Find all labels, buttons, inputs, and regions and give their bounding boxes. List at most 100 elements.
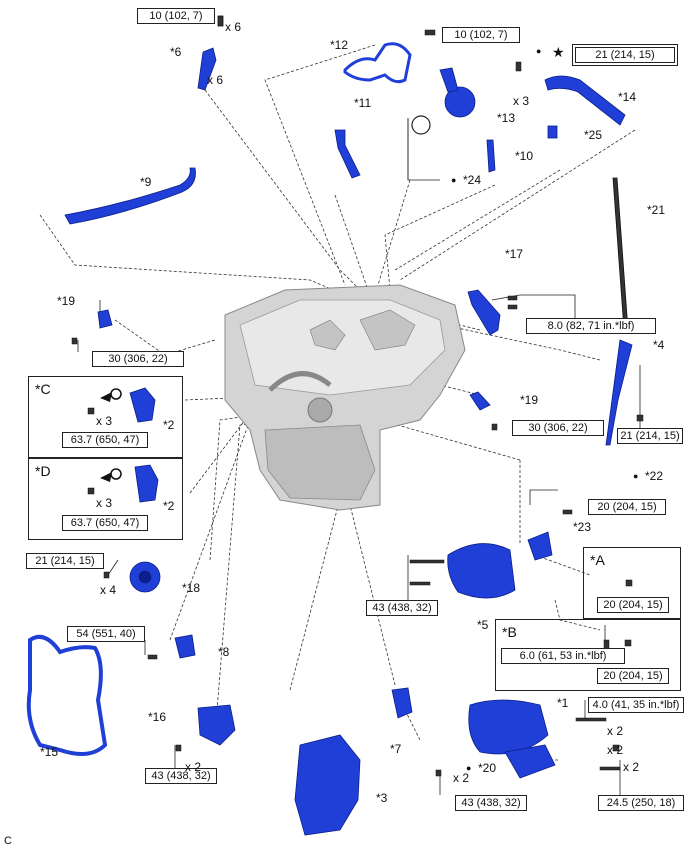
part-label: *23 <box>573 520 592 534</box>
part-21-dipstick <box>612 177 629 331</box>
part-23-bracket <box>527 531 553 561</box>
part-label: *8 <box>218 645 230 659</box>
part-label: *18 <box>182 581 201 595</box>
torque-spec: 20 (204, 15) <box>597 668 669 684</box>
dot-symbol: ● <box>466 763 472 773</box>
torque-spec: 43 (438, 32) <box>455 795 527 811</box>
quantity-label: x 4 <box>100 583 117 597</box>
part-label: *6 <box>170 45 182 59</box>
torque-spec: 10 (102, 7) <box>442 27 520 43</box>
part-2c-mount <box>129 387 156 423</box>
part-label: *16 <box>148 710 167 724</box>
quantity-label: x 2 <box>607 743 624 757</box>
part-8-idler <box>174 634 196 659</box>
part-label: *2 <box>163 499 175 513</box>
part-label: *19 <box>57 294 76 308</box>
torque-spec: 54 (551, 40) <box>67 626 145 642</box>
torque-spec: 30 (306, 22) <box>512 420 604 436</box>
part-label: *12 <box>330 38 349 52</box>
frame-c-title: *C <box>35 381 51 397</box>
torque-spec: 21 (214, 15) <box>26 553 104 569</box>
torque-spec: 63.7 (650, 47) <box>62 515 148 531</box>
engine-block <box>224 284 466 511</box>
part-label: *1 <box>557 696 569 710</box>
part-label: *7 <box>390 742 402 756</box>
part-25-fitting <box>547 125 558 139</box>
corner-code: C <box>4 835 12 847</box>
torque-spec: 21 (214, 15) <box>572 44 678 66</box>
quantity-label: x 2 <box>185 760 202 774</box>
torque-spec: 24.5 (250, 18) <box>598 795 684 811</box>
part-label: *9 <box>140 175 152 189</box>
torque-spec: 4.0 (41, 35 in.*lbf) <box>588 697 684 713</box>
frame-d-title: *D <box>35 463 51 479</box>
torque-spec: 43 (438, 32) <box>366 600 438 616</box>
bolts <box>71 29 644 777</box>
part-label: *14 <box>618 90 637 104</box>
dot-symbol: ● <box>451 175 457 185</box>
quantity-label: x 3 <box>96 414 113 428</box>
quantity-label: x 6 <box>225 20 242 34</box>
part-6-ignition-coil <box>197 47 217 91</box>
quantity-label: x 2 <box>623 760 640 774</box>
quantity-label: x 6 <box>207 73 224 87</box>
part-label: *15 <box>40 745 59 759</box>
part-label: *19 <box>520 393 539 407</box>
quantity-label: x 3 <box>96 496 113 510</box>
part-13-pump <box>444 86 476 118</box>
part-1-compressor <box>468 699 549 755</box>
part-label: *10 <box>515 149 534 163</box>
dot-symbol: ● <box>536 46 542 56</box>
torque-spec: 6.0 (61, 53 in.*lbf) <box>501 648 625 664</box>
part-label: *5 <box>477 618 489 632</box>
part-7-bracket <box>391 687 413 719</box>
part-4-guide <box>605 339 633 446</box>
part-3-cover <box>294 734 361 836</box>
solid-leaders <box>77 118 641 795</box>
part-label: *13 <box>497 111 516 125</box>
blue-parts <box>26 15 633 836</box>
part-24-oring <box>411 115 431 135</box>
quantity-label: x 2 <box>453 771 470 785</box>
part-label: *22 <box>645 469 664 483</box>
quantity-label: x 3 <box>513 94 530 108</box>
part-19b-bracket <box>469 391 491 411</box>
frame-b-title: *B <box>502 624 517 640</box>
part-19a-bracket <box>97 309 113 329</box>
part-17-bracket <box>467 289 501 336</box>
torque-spec: 20 (204, 15) <box>588 499 666 515</box>
part-label: *3 <box>376 791 388 805</box>
star-symbol: ★ <box>552 44 565 60</box>
frame-c: *C <box>28 376 183 458</box>
torque-spec: 10 (102, 7) <box>137 8 215 24</box>
part-15-belt <box>26 635 108 756</box>
torque-spec: 20 (204, 15) <box>597 597 669 613</box>
frame-d: *D <box>28 458 183 540</box>
frame-b: *B <box>495 619 681 691</box>
quantity-label: x 2 <box>607 724 624 738</box>
frame-a-title: *A <box>590 552 605 568</box>
torque-spec: 30 (306, 22) <box>92 351 184 367</box>
part-label: *11 <box>354 96 372 110</box>
part-label: *2 <box>163 418 175 432</box>
part-9-hose <box>64 167 196 225</box>
dot-symbol: ● <box>633 471 639 481</box>
part-label: *21 <box>647 203 666 217</box>
part-label: *17 <box>505 247 524 261</box>
part-12-harness <box>343 42 412 84</box>
part-label: *4 <box>653 338 665 352</box>
torque-spec: 43 (438, 32) <box>145 768 217 784</box>
part-label: *25 <box>584 128 603 142</box>
part-label: *20 <box>478 761 497 775</box>
part-20-bracket <box>504 744 556 779</box>
frame-a: *A <box>583 547 681 619</box>
part-2d-mount <box>134 464 159 503</box>
torque-spec: 63.7 (650, 47) <box>62 432 148 448</box>
part-14-hose <box>544 75 626 126</box>
part-5-alternator <box>447 543 516 599</box>
torque-spec: 8.0 (82, 71 in.*lbf) <box>526 318 656 334</box>
part-label: *24 <box>463 173 482 187</box>
part-6-bolt <box>217 15 224 27</box>
